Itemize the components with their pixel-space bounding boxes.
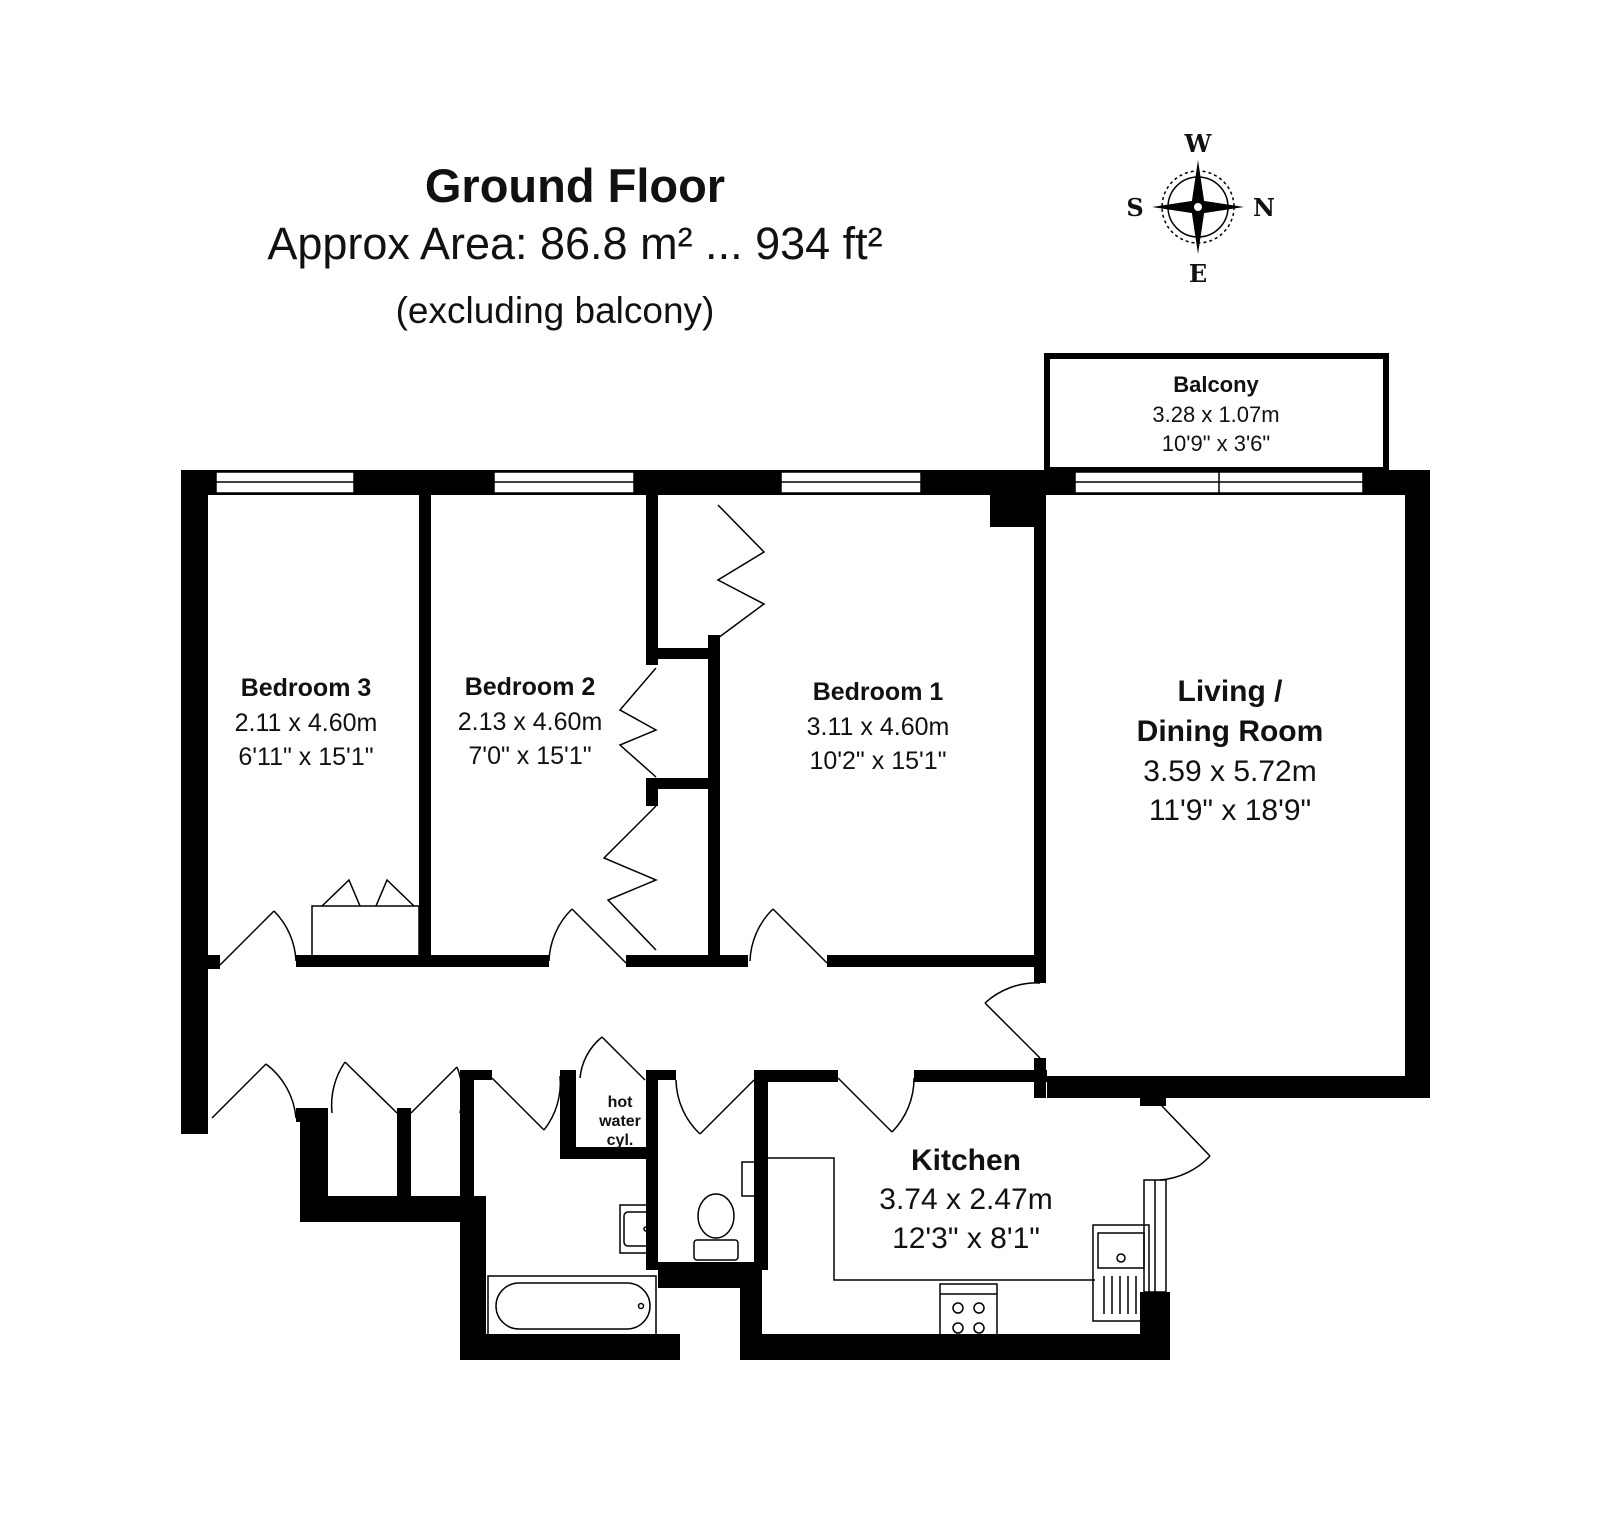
compass-s: S <box>1126 193 1143 222</box>
svg-text:10'2" x 15'1": 10'2" x 15'1" <box>809 747 946 775</box>
svg-text:2.11 x 4.60m: 2.11 x 4.60m <box>235 709 378 737</box>
bedroom-2-label: Bedroom 2 2.13 x 4.60m 7'0" x 15'1" <box>458 673 603 770</box>
wardrobe <box>311 878 420 964</box>
svg-text:water: water <box>598 1113 641 1130</box>
svg-text:12'3" x 8'1": 12'3" x 8'1" <box>892 1222 1040 1255</box>
doors <box>211 504 1211 1181</box>
svg-text:3.28 x 1.07m: 3.28 x 1.07m <box>1152 402 1279 427</box>
bedroom-3-label: Bedroom 3 2.11 x 4.60m 6'11" x 15'1" <box>235 674 378 771</box>
svg-text:3.59 x 5.72m: 3.59 x 5.72m <box>1143 755 1316 788</box>
svg-text:3.11 x 4.60m: 3.11 x 4.60m <box>807 713 950 741</box>
svg-text:Bedroom 3: Bedroom 3 <box>241 674 372 702</box>
bedroom-1-label: Bedroom 1 3.11 x 4.60m 10'2" x 15'1" <box>807 678 950 775</box>
svg-text:Balcony: Balcony <box>1173 372 1259 397</box>
svg-text:Kitchen: Kitchen <box>911 1144 1021 1177</box>
windows <box>215 471 1364 494</box>
hot-water-cylinder-label: hot water cyl. <box>598 1094 641 1149</box>
svg-text:3.74 x 2.47m: 3.74 x 2.47m <box>879 1183 1052 1216</box>
svg-text:10'9" x 3'6": 10'9" x 3'6" <box>1162 431 1270 456</box>
page-title: Ground Floor <box>424 159 726 212</box>
bathroom-fixtures <box>487 1161 757 1337</box>
balcony-label: Balcony 3.28 x 1.07m 10'9" x 3'6" <box>1152 372 1279 456</box>
compass-icon: W E S N <box>1126 129 1275 288</box>
living-dining-label: Living / Dining Room 3.59 x 5.72m 11'9" … <box>1137 675 1324 827</box>
kitchen-label: Kitchen 3.74 x 2.47m 12'3" x 8'1" <box>879 1144 1052 1255</box>
approx-area: Approx Area: 86.8 m² ... 934 ft² <box>267 218 883 269</box>
interior-walls <box>208 495 1170 1360</box>
svg-text:7'0" x 15'1": 7'0" x 15'1" <box>468 742 591 770</box>
area-note: (excluding balcony) <box>395 290 715 331</box>
svg-text:Bedroom 2: Bedroom 2 <box>465 673 596 701</box>
svg-text:11'9" x 18'9": 11'9" x 18'9" <box>1149 794 1311 827</box>
svg-text:cyl.: cyl. <box>607 1132 634 1149</box>
svg-text:Bedroom 1: Bedroom 1 <box>813 678 944 706</box>
svg-text:hot: hot <box>608 1094 634 1111</box>
kitchen-fixtures <box>768 1157 1150 1343</box>
compass-e: E <box>1189 259 1207 288</box>
compass-n: N <box>1253 193 1275 222</box>
svg-text:Living /: Living / <box>1178 675 1284 708</box>
svg-text:2.13 x 4.60m: 2.13 x 4.60m <box>458 708 603 736</box>
svg-text:6'11" x 15'1": 6'11" x 15'1" <box>238 743 373 771</box>
svg-text:Dining Room: Dining Room <box>1137 715 1324 748</box>
compass-w: W <box>1184 129 1213 158</box>
